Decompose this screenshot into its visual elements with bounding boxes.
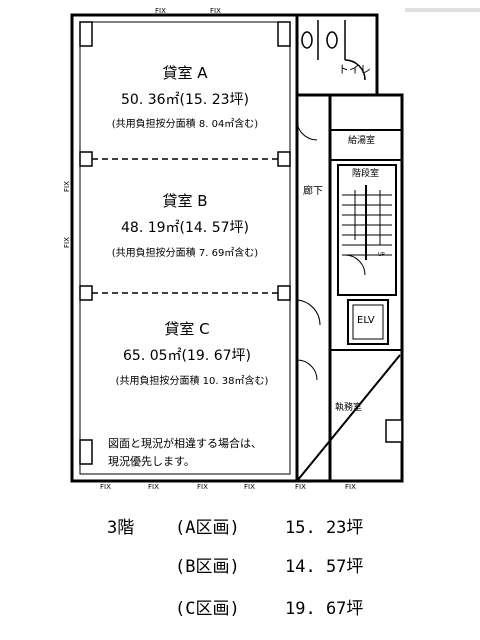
room-c-common: (共用負担按分面積 10. 38㎡含む) [116,374,269,387]
note-line-1: 図面と現況が相違する場合は、 [108,436,262,450]
fix-label: FIX [210,7,221,15]
room-c-name: 貸室 C [164,320,209,338]
room-c: 貸室 C 65. 05㎡(19. 67坪) (共用負担按分面積 10. 38㎡含… [116,320,269,387]
fix-label: FIX [197,483,208,491]
fix-label: FIX [295,483,306,491]
toilet-label: トイレ [338,63,371,76]
corridor-label: 廊下 [303,184,323,197]
fix-label: FIX [148,483,159,491]
doors [296,119,366,381]
room-b: 貸室 B 48. 19㎡(14. 57坪) (共用負担按分面積 7. 69㎡含む… [112,192,259,259]
fix-label: FIX [100,483,111,491]
floor-plan: FIX FIX FIX FIX FIX FIX FIX FIX FIX FIX … [63,7,480,491]
note: 図面と現況が相違する場合は、 現況優先します。 [108,436,262,468]
fix-label: FIX [244,483,255,491]
columns [79,21,403,465]
summary-label-a: (A区画) [175,518,240,538]
fix-labels: FIX FIX FIX FIX FIX FIX FIX FIX FIX FIX [63,7,356,491]
summary-value-a: 15. 23坪 [285,518,364,538]
utility-labels: トイレ 給湯室 廊下 階段室 UP ELV 執務室 [303,63,385,413]
area-summary: 3階 (A区画) 15. 23坪 (B区画) 14. 57坪 (C区画) 19.… [0,500,480,640]
room-a-area: 50. 36㎡(15. 23坪) [121,92,249,108]
room-a-common: (共用負担按分面積 8. 04㎡含む) [112,117,259,130]
note-line-2: 現況優先します。 [108,454,195,468]
fix-label: FIX [345,483,356,491]
room-b-common: (共用負担按分面積 7. 69㎡含む) [112,246,259,259]
fix-label: FIX [63,237,71,248]
stairs-label: 階段室 [352,167,379,179]
service-block-walls [295,13,404,483]
summary-value-c: 19. 67坪 [285,599,364,619]
fix-label: FIX [63,181,71,192]
room-b-name: 貸室 B [162,192,207,210]
fix-label: FIX [155,7,166,15]
stairs [342,185,392,260]
room-a-name: 貸室 A [162,64,208,82]
room-b-area: 48. 19㎡(14. 57坪) [121,220,249,236]
header-strip [405,8,480,12]
toilet-fixtures [301,20,366,81]
room-c-area: 65. 05㎡(19. 67坪) [123,348,251,364]
room-a: 貸室 A 50. 36㎡(15. 23坪) (共用負担按分面積 8. 04㎡含む… [112,64,259,130]
summary-value-b: 14. 57坪 [285,557,364,577]
summary-label-b: (B区画) [175,557,240,577]
kitchen-label: 給湯室 [348,134,375,146]
floor-label: 3階 [107,518,135,538]
summary-label-c: (C区画) [175,599,240,619]
partitions [92,158,278,294]
stairs-up-label: UP [378,252,385,258]
elevator-label: ELV [357,315,375,326]
machine-room-label: 執務室 [335,401,362,413]
